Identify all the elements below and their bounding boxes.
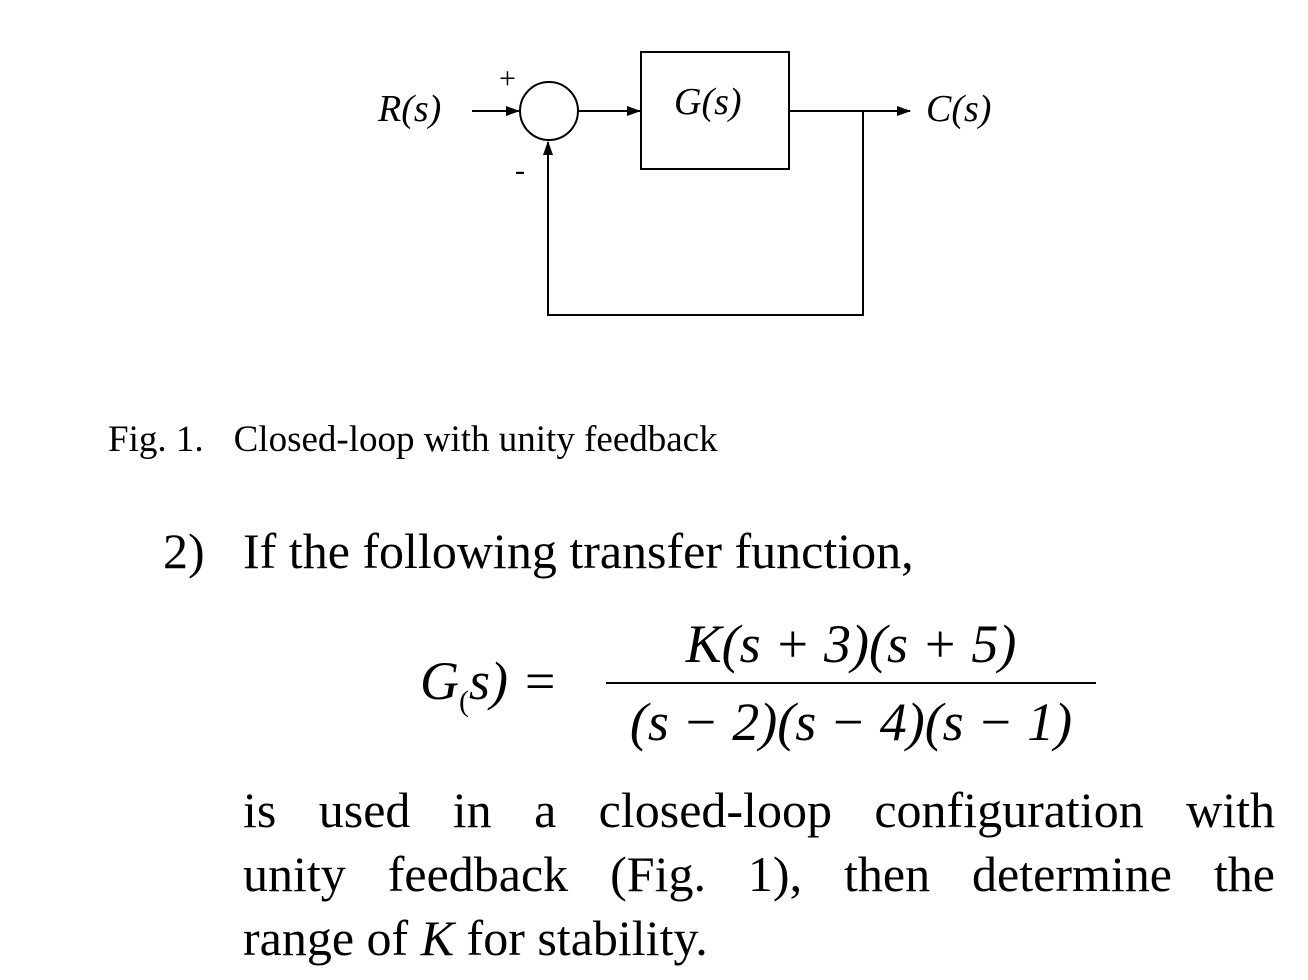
- problem-body-line-3: range of K for stability.: [243, 906, 1275, 970]
- input-label: R(s): [377, 88, 441, 130]
- equation-lhs: G(s) =: [420, 650, 558, 719]
- figure-caption: Fig. 1. Closed-loop with unity feedback: [108, 418, 718, 461]
- fraction-bar: [606, 682, 1096, 684]
- transfer-function-equation: G(s) = K(s + 3)(s + 5) (s − 2)(s − 4)(s …: [420, 612, 1110, 752]
- figure-number: Fig. 1.: [108, 419, 204, 460]
- minus-sign: -: [515, 154, 525, 187]
- feedback-path: [543, 111, 864, 316]
- problem-body-line-2: unity feedback (Fig. 1), then determine …: [243, 846, 1275, 902]
- output-label: C(s): [926, 88, 991, 130]
- figure-caption-text: Closed-loop with unity feedback: [233, 419, 718, 460]
- equation-lhs-sub: (: [459, 685, 469, 718]
- variable-k: K: [420, 910, 455, 966]
- summing-junction: [519, 81, 579, 141]
- block-label: G(s): [674, 81, 742, 123]
- problem-body: is used in a closed-loop configuration w…: [243, 778, 1275, 970]
- equation-lhs-main: G: [420, 651, 459, 711]
- problem-body-line-3-post: for stability.: [466, 910, 708, 966]
- equation-lhs-rest: s) =: [469, 651, 558, 711]
- equation-denominator: (s − 2)(s − 4)(s − 1): [629, 692, 1073, 752]
- problem-number: 2): [163, 523, 205, 579]
- transfer-block: [640, 51, 790, 170]
- problem-body-line-1: is used in a closed-loop configuration w…: [243, 782, 1275, 838]
- equation-numerator: K(s + 3)(s + 5): [685, 614, 1017, 674]
- problem-body-line-3-pre: range of: [243, 910, 409, 966]
- block-diagram: R(s) + - G(s) C(s): [377, 51, 991, 316]
- plus-sign: +: [499, 62, 516, 95]
- equation-fraction: K(s + 3)(s + 5) (s − 2)(s − 4)(s − 1): [606, 612, 1096, 754]
- problem-intro: If the following transfer function,: [243, 523, 914, 579]
